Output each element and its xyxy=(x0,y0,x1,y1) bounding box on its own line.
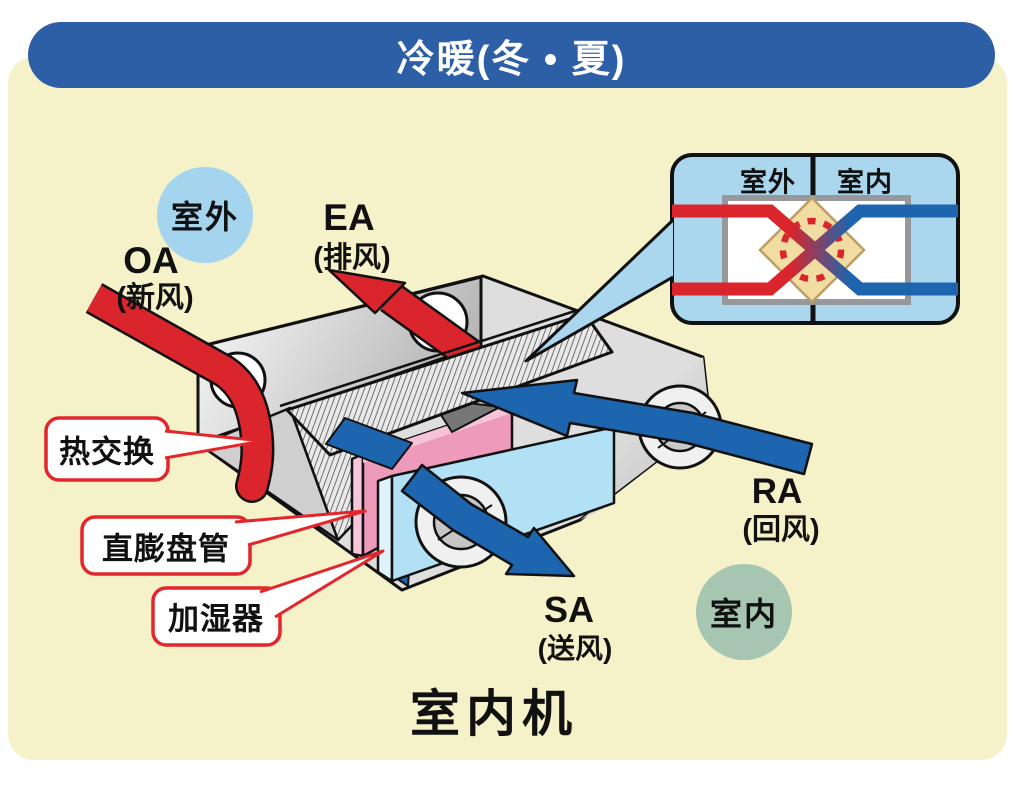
ra-code-label: RA xyxy=(751,472,803,511)
callout-heat-exchange xyxy=(44,416,264,482)
inset-crossflow-pipe-2 xyxy=(672,204,958,296)
callout-humidifier xyxy=(151,549,385,647)
ra-sub-label: (回风) xyxy=(742,514,820,546)
dx-coil-callout-label: 直膨盘管 xyxy=(102,531,230,567)
ea-code-label: EA xyxy=(323,197,375,238)
ea-sub-label: (排风) xyxy=(313,242,391,274)
oa-sub-label: (新风) xyxy=(116,282,194,314)
inset-heat-exchange-detail xyxy=(524,153,960,363)
heat-exchanger-top-plate xyxy=(279,308,614,457)
sa-sub-label: (送风) xyxy=(537,633,613,664)
inset-indoor-label: 室内 xyxy=(837,167,893,198)
unit-caption: 室内机 xyxy=(410,686,578,742)
indoor-zone-badge: 室内 xyxy=(696,564,792,660)
callout-dx-coil xyxy=(80,509,367,576)
ra-arrow xyxy=(460,378,814,476)
oa-arrow xyxy=(85,283,275,503)
heat-exchange-callout-label: 热交换 xyxy=(59,434,155,470)
inset-outdoor-label: 室外 xyxy=(740,167,796,198)
inset-pointer-tail xyxy=(524,218,675,363)
callouts xyxy=(44,416,385,647)
sa-code-label: SA xyxy=(543,589,595,630)
indoor-zone-label: 室内 xyxy=(709,596,778,632)
exchange-dashed-circle xyxy=(779,217,845,283)
sa-arrow xyxy=(400,463,576,578)
header-title: 冷暖(冬 • 夏) xyxy=(396,38,627,81)
outdoor-zone-label: 室外 xyxy=(170,199,239,235)
ea-arrow xyxy=(327,268,482,370)
oa-code-label: OA xyxy=(123,240,179,281)
header-banner: 冷暖(冬 • 夏) xyxy=(28,22,995,88)
outdoor-zone-badge: 室外 xyxy=(157,167,253,263)
humidifier-callout-label: 加湿器 xyxy=(168,601,264,637)
indoor-unit-body xyxy=(85,268,814,592)
